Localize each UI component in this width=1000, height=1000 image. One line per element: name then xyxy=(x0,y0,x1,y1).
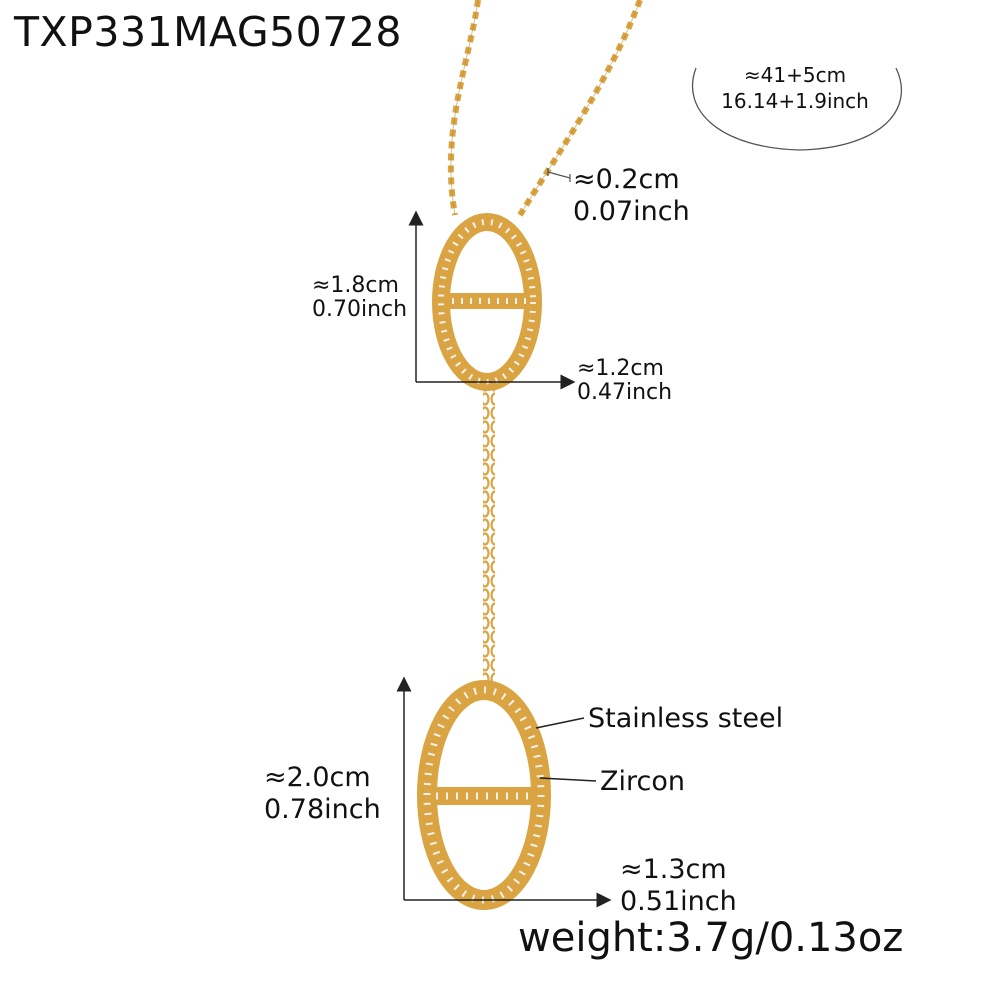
small-pendant-height-inch: 0.70inch xyxy=(312,297,408,322)
product-sku: TXP331MAG50728 xyxy=(14,8,403,56)
weight-label: weight:3.7g/0.13oz xyxy=(518,915,904,961)
large-pendant-height-cm: ≈2.0cm xyxy=(264,762,371,793)
small-pendant xyxy=(432,213,542,391)
small-pendant-width-label: ≈1.2cm 0.47inch xyxy=(577,357,672,405)
chain-width-inch: 0.07inch xyxy=(573,196,690,227)
chain-length-label: ≈41+5cm 16.14+1.9inch xyxy=(700,62,890,114)
chain-length-inch: 16.14+1.9inch xyxy=(721,89,869,113)
zircon-leader-line xyxy=(539,777,597,782)
small-pendant-dimension-arrows xyxy=(408,210,576,390)
chain-width-cm: ≈0.2cm xyxy=(573,164,680,195)
large-pendant-width-label: ≈1.3cm 0.51inch xyxy=(620,854,737,918)
stainless-steel-leader-line xyxy=(535,717,585,729)
chain-length-oval xyxy=(691,67,902,151)
large-pendant-height-inch: 0.78inch xyxy=(264,794,381,825)
chain-width-label: ≈0.2cm 0.07inch xyxy=(573,164,690,228)
chain-width-marker xyxy=(547,168,571,182)
chain-left-strand xyxy=(447,0,481,216)
chain-length-cm: ≈41+5cm xyxy=(743,63,847,87)
small-pendant-height-label: ≈1.8cm 0.70inch xyxy=(312,274,407,322)
large-pendant xyxy=(417,680,551,910)
drop-chain xyxy=(483,384,495,684)
material-stainless-steel-label: Stainless steel xyxy=(588,703,784,734)
small-pendant-width-inch: 0.47inch xyxy=(577,380,673,405)
large-pendant-width-cm: ≈1.3cm xyxy=(620,854,727,885)
large-pendant-height-label: ≈2.0cm 0.78inch xyxy=(264,762,381,826)
chain-right-strand xyxy=(517,0,643,217)
small-pendant-width-cm: ≈1.2cm xyxy=(577,356,664,381)
large-pendant-dimension-arrows xyxy=(396,676,612,908)
small-pendant-height-cm: ≈1.8cm xyxy=(312,273,399,298)
material-zircon-label: Zircon xyxy=(600,766,685,797)
large-pendant-width-inch: 0.51inch xyxy=(620,886,737,917)
